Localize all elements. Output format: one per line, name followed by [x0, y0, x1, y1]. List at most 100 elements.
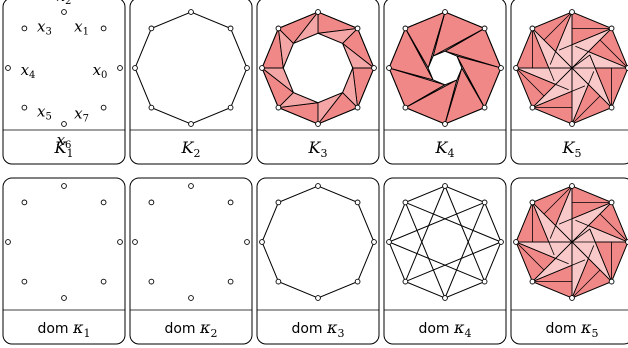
- vertex-x2: [442, 183, 448, 189]
- vertex-x0: [371, 239, 377, 245]
- vertex-x1: [100, 199, 107, 206]
- vertex-x3: [148, 199, 155, 206]
- diagonal: [532, 259, 586, 282]
- vertex-x1: [227, 25, 234, 32]
- vertex-label-x3: x3: [37, 17, 52, 37]
- vertex-x3: [21, 199, 28, 206]
- vertex-x5: [529, 104, 536, 111]
- vertex-x4: [5, 65, 11, 71]
- diagonal: [571, 71, 595, 125]
- vertex-x0: [498, 65, 504, 71]
- vertex-x6: [61, 295, 67, 301]
- panel-bottom-2: dom κ2: [129, 177, 253, 345]
- vertex-label-x7: x7: [74, 105, 89, 125]
- star-edge: [405, 201, 502, 243]
- vertex-x5: [529, 278, 536, 285]
- panel-caption: dom κ2: [164, 318, 217, 340]
- diagonal: [532, 85, 586, 108]
- vertex-label-x2: x2: [57, 0, 72, 7]
- vertex-x1: [608, 199, 615, 206]
- panel-frame: [383, 177, 507, 345]
- panel-frame: [129, 0, 253, 165]
- panel-top-4: K4: [383, 0, 507, 165]
- vertex-x1: [481, 199, 488, 206]
- vertex-x5: [148, 104, 155, 111]
- vertex-x2: [61, 183, 67, 189]
- vertex-label-x5: x5: [37, 103, 52, 123]
- vertex-x4: [386, 239, 392, 245]
- panel-top-1: x0x1x2x3x4x5x6x7K1: [2, 0, 126, 165]
- vertex-x1: [227, 199, 234, 206]
- vertex-x6: [188, 295, 194, 301]
- vertex-x7: [100, 104, 107, 111]
- diagonal: [532, 202, 555, 256]
- panel-bottom-3: dom κ3: [256, 177, 380, 345]
- vertex-x4: [5, 239, 11, 245]
- vertex-x3: [21, 25, 28, 32]
- vertex-x6: [188, 121, 194, 127]
- panel-caption: dom κ5: [545, 318, 598, 340]
- vertex-x2: [61, 9, 67, 15]
- vertex-x0: [498, 239, 504, 245]
- vertex-x6: [315, 295, 321, 301]
- panel-frame: [129, 177, 253, 345]
- vertex-x0: [117, 239, 123, 245]
- diagonal: [532, 28, 555, 82]
- vertex-x1: [354, 199, 361, 206]
- vertex-x6: [569, 121, 575, 127]
- diagonal: [532, 28, 573, 69]
- diagonal: [532, 67, 573, 108]
- vertex-label-x1: x1: [74, 17, 89, 37]
- vertex-x6: [569, 295, 575, 301]
- diagonal: [589, 54, 612, 108]
- diagonal: [589, 228, 612, 282]
- diagonal: [599, 39, 628, 69]
- panel-caption: K1: [54, 138, 74, 160]
- panel-caption: dom κ3: [291, 318, 344, 340]
- vertex-x4: [259, 65, 265, 71]
- vertex-x2: [188, 183, 194, 189]
- vertex-x1: [481, 25, 488, 32]
- vertex-x3: [529, 199, 536, 206]
- panel-caption: K2: [181, 138, 201, 160]
- vertex-x6: [315, 121, 321, 127]
- panel-caption: K3: [308, 138, 328, 160]
- vertex-x7: [608, 104, 615, 111]
- vertex-x7: [100, 278, 107, 285]
- vertex-x0: [117, 65, 123, 71]
- vertex-x2: [188, 9, 194, 15]
- vertex-x0: [244, 65, 250, 71]
- vertex-x6: [442, 295, 448, 301]
- vertex-x4: [132, 65, 138, 71]
- vertex-x2: [569, 183, 575, 189]
- diagonal: [532, 202, 573, 243]
- diagonal: [571, 241, 612, 282]
- center-hole: [427, 50, 463, 86]
- diagonal: [515, 241, 545, 271]
- vertex-x1: [608, 25, 615, 32]
- diagonal: [515, 67, 569, 91]
- vertex-x4: [386, 65, 392, 71]
- diagonal: [571, 245, 595, 299]
- diagonal: [532, 241, 573, 282]
- diagonal: [575, 45, 628, 69]
- vertex-label-x4: x4: [21, 61, 36, 81]
- diagonal: [571, 269, 601, 299]
- panel-frame: [2, 0, 126, 165]
- star-edge: [388, 201, 485, 243]
- vertex-x7: [227, 278, 234, 285]
- vertex-x7: [354, 278, 361, 285]
- vertex-x3: [529, 25, 536, 32]
- vertex-x3: [148, 25, 155, 32]
- diagonal: [543, 11, 573, 41]
- vertex-x2: [442, 9, 448, 15]
- panel-bottom-5: dom κ5: [510, 177, 628, 345]
- star-edge: [404, 185, 446, 282]
- inner-octagon: [282, 32, 354, 104]
- vertex-x5: [148, 278, 155, 285]
- diagonal: [515, 67, 545, 97]
- vertex-x5: [402, 104, 409, 111]
- vertex-x7: [481, 104, 488, 111]
- diagonal: [571, 28, 612, 69]
- vertex-x3: [275, 199, 282, 206]
